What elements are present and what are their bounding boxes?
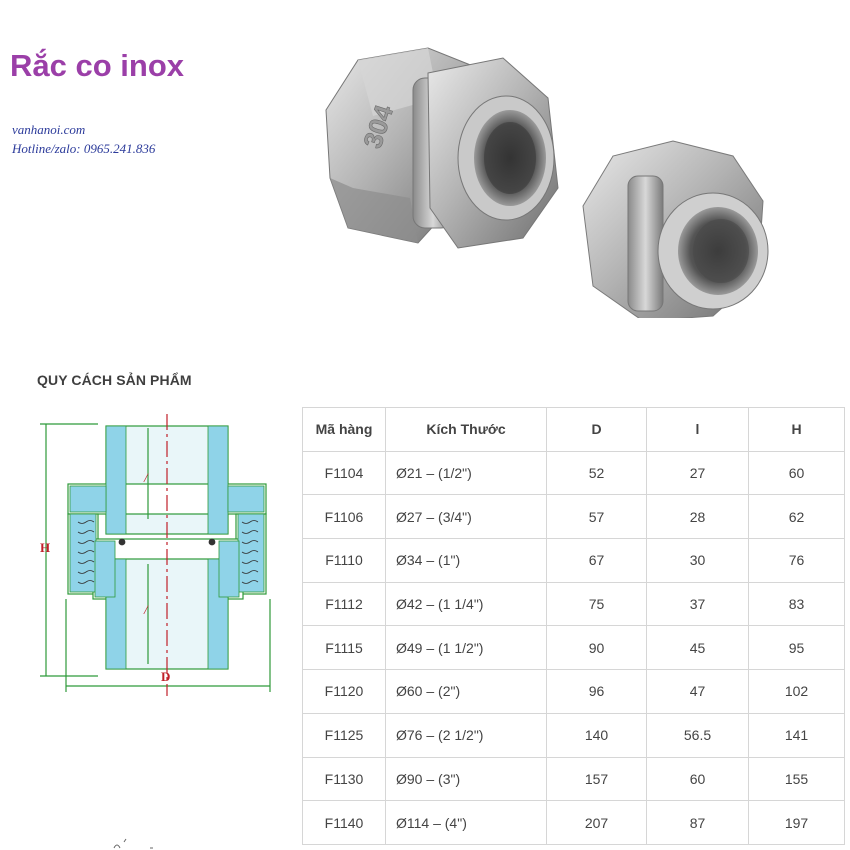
col-header-size: Kích Thước xyxy=(385,407,547,452)
cell-d: 57 xyxy=(546,494,647,540)
spec-table: Mã hàng Kích Thước D l H F1104 Ø21 – (1/… xyxy=(302,407,845,845)
thread-marks xyxy=(77,520,259,584)
cell-code: F1112 xyxy=(302,581,386,627)
cell-d: 207 xyxy=(546,800,647,845)
cell-h: 141 xyxy=(748,712,845,758)
label-l-bottom: / xyxy=(143,602,149,617)
cell-size: Ø27 – (3/4") xyxy=(385,494,547,540)
technical-drawing: H D / / xyxy=(40,414,271,696)
table-header-row: Mã hàng Kích Thước D l H xyxy=(302,407,845,452)
cell-d: 90 xyxy=(546,625,647,671)
cell-l: 45 xyxy=(646,625,749,671)
cell-size: Ø21 – (1/2") xyxy=(385,450,547,496)
cell-d: 52 xyxy=(546,450,647,496)
cell-d: 157 xyxy=(546,756,647,802)
cell-d: 67 xyxy=(546,538,647,583)
table-row: F1110 Ø34 – (1") 67 30 76 xyxy=(302,538,845,583)
fitting-small xyxy=(582,140,769,318)
cell-d: 96 xyxy=(546,669,647,714)
cell-size: Ø49 – (1 1/2") xyxy=(385,625,547,671)
cell-l: 30 xyxy=(646,538,749,583)
cell-d: 75 xyxy=(546,581,647,627)
cropped-text-fragment xyxy=(113,838,153,849)
table-row: F1104 Ø21 – (1/2") 52 27 60 xyxy=(302,450,845,496)
cell-h: 62 xyxy=(748,494,845,540)
cell-size: Ø42 – (1 1/4") xyxy=(385,581,547,627)
cell-l: 87 xyxy=(646,800,749,845)
table-row: F1125 Ø76 – (2 1/2") 140 56.5 141 xyxy=(302,712,845,758)
col-header-l: l xyxy=(646,407,749,452)
table-row: F1140 Ø114 – (4") 207 87 197 xyxy=(302,800,845,845)
spec-heading: QUY CÁCH SẢN PHẨM xyxy=(37,372,192,388)
cell-l: 56.5 xyxy=(646,712,749,758)
table-row: F1130 Ø90 – (3") 157 60 155 xyxy=(302,756,845,802)
fitting-large: 304 xyxy=(325,47,559,249)
cell-l: 60 xyxy=(646,756,749,802)
col-header-h: H xyxy=(748,407,845,452)
table-row: F1120 Ø60 – (2") 96 47 102 xyxy=(302,669,845,714)
cell-code: F1140 xyxy=(302,800,386,845)
cell-size: Ø34 – (1") xyxy=(385,538,547,583)
cell-h: 155 xyxy=(748,756,845,802)
table-row: F1106 Ø27 – (3/4") 57 28 62 xyxy=(302,494,845,540)
page-title: Rắc co inox xyxy=(10,48,184,83)
cell-d: 140 xyxy=(546,712,647,758)
cell-l: 28 xyxy=(646,494,749,540)
cell-h: 95 xyxy=(748,625,845,671)
cell-l: 27 xyxy=(646,450,749,496)
hotline-text: Hotline/zalo: 0965.241.836 xyxy=(12,141,156,156)
table-row: F1112 Ø42 – (1 1/4") 75 37 83 xyxy=(302,581,845,627)
section-hatching xyxy=(69,425,265,670)
cell-h: 76 xyxy=(748,538,845,583)
cell-code: F1125 xyxy=(302,712,386,758)
cell-h: 102 xyxy=(748,669,845,714)
product-photo: 304 xyxy=(325,47,769,318)
cell-h: 60 xyxy=(748,450,845,496)
cell-code: F1120 xyxy=(302,669,386,714)
cell-h: 197 xyxy=(748,800,845,845)
website-text: vanhanoi.com xyxy=(12,122,86,137)
cell-code: F1115 xyxy=(302,625,386,671)
cell-l: 47 xyxy=(646,669,749,714)
col-header-code: Mã hàng xyxy=(302,407,386,452)
cell-size: Ø76 – (2 1/2") xyxy=(385,712,547,758)
cell-size: Ø90 – (3") xyxy=(385,756,547,802)
contact-info: vanhanoi.com Hotline/zalo: 0965.241.836 xyxy=(12,120,155,158)
cell-size: Ø60 – (2") xyxy=(385,669,547,714)
cell-l: 37 xyxy=(646,581,749,627)
cell-code: F1130 xyxy=(302,756,386,802)
label-d: D xyxy=(161,669,170,684)
cell-code: F1104 xyxy=(302,450,386,496)
cell-code: F1110 xyxy=(302,538,386,583)
cell-h: 83 xyxy=(748,581,845,627)
label-h: H xyxy=(40,540,50,555)
label-l-top: / xyxy=(143,470,149,485)
col-header-d: D xyxy=(546,407,647,452)
table-row: F1115 Ø49 – (1 1/2") 90 45 95 xyxy=(302,625,845,671)
cell-code: F1106 xyxy=(302,494,386,540)
cell-size: Ø114 – (4") xyxy=(385,800,547,845)
